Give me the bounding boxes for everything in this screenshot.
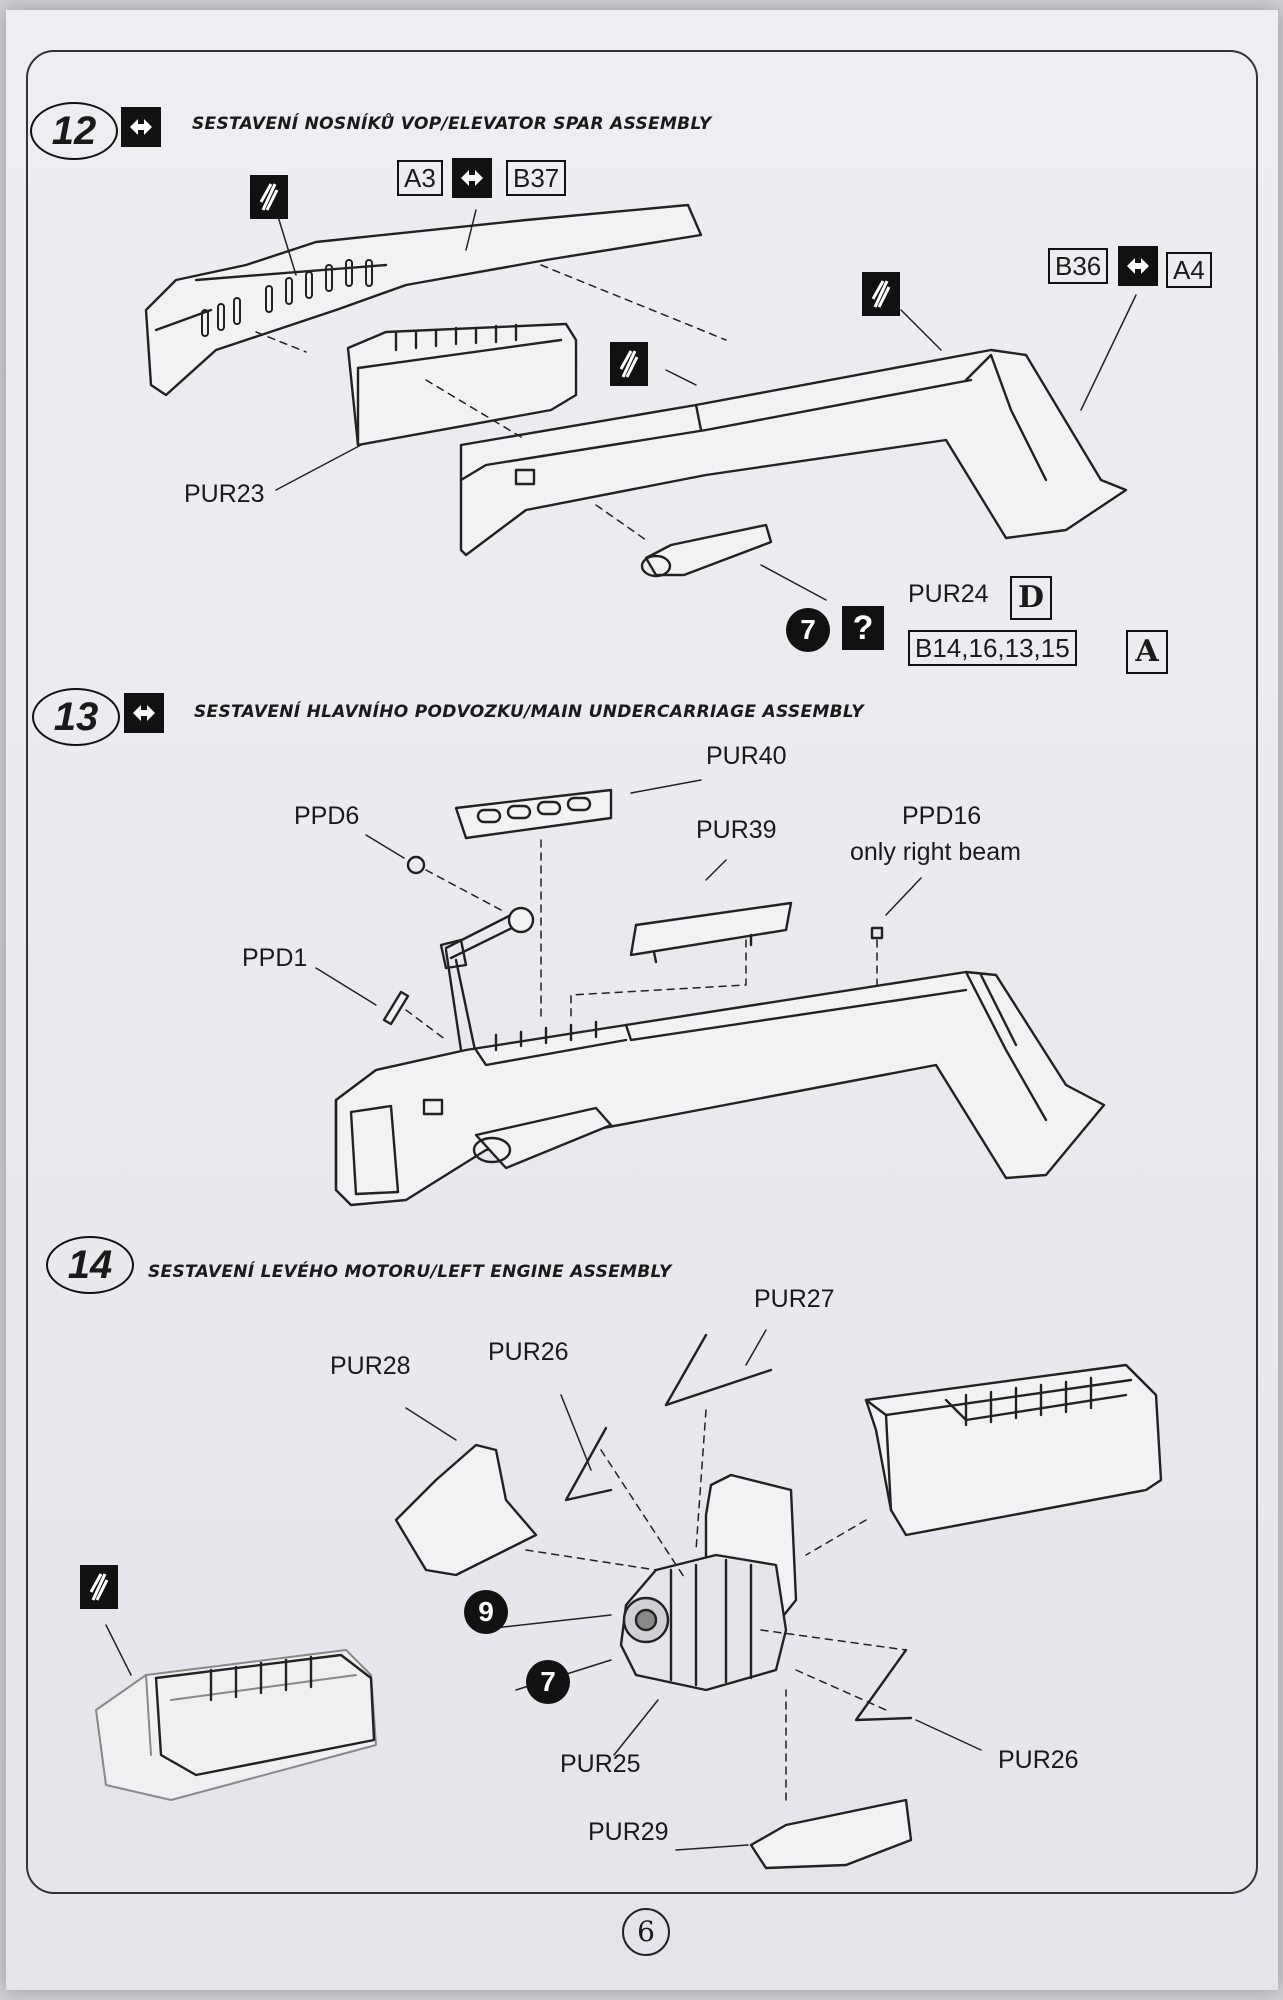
- part-label-pur29: PUR29: [588, 1818, 669, 1846]
- part-label-ppd16: PPD16: [902, 802, 982, 830]
- part-label-pur28: PUR28: [330, 1352, 411, 1380]
- part-label-pur23: PUR23: [184, 480, 265, 508]
- assembly-icon: [124, 693, 164, 733]
- elevator-spar-upper: [144, 203, 703, 397]
- part-label-b36: B36: [1048, 248, 1109, 284]
- assembly-icon: [452, 158, 492, 198]
- part-label-ppd6: PPD6: [294, 802, 360, 830]
- right-nacelle: [864, 1363, 1163, 1537]
- part-label-pur25: PUR25: [560, 1750, 641, 1778]
- part-label-pur39: PUR39: [696, 816, 777, 844]
- part-label-a4: A4: [1166, 252, 1212, 288]
- step-reference-9: 9: [464, 1590, 508, 1634]
- part-label-b-parts: B14,16,13,15: [908, 630, 1077, 666]
- assembly-drawings: [95, 203, 1163, 1870]
- step-number: 12: [30, 102, 118, 160]
- instruction-page: 12 SESTAVENÍ NOSNÍKŮ VOP/ELEVATOR SPAR A…: [6, 10, 1278, 1990]
- assembly-icon: [1118, 246, 1158, 286]
- paint-icon: [862, 272, 900, 316]
- part-label-ppd1: PPD1: [242, 944, 308, 972]
- ppd16-part: [870, 926, 884, 940]
- paint-icon: [250, 175, 288, 219]
- part-label-pur40: PUR40: [706, 742, 787, 770]
- part-label-b37: B37: [506, 160, 567, 196]
- engine-body: [619, 1553, 788, 1692]
- step-title: SESTAVENÍ LEVÉHO MOTORU/LEFT ENGINE ASSE…: [148, 1262, 672, 1282]
- ppd6-part: [406, 855, 426, 875]
- paint-icon: [80, 1565, 118, 1609]
- right-spar-beam: [459, 348, 1128, 557]
- part-label-a3: A3: [397, 160, 443, 196]
- main-beam-13: [334, 970, 1106, 1207]
- part-label-pur26: PUR26: [488, 1338, 569, 1366]
- step-number: 13: [32, 688, 120, 746]
- undercarriage-strut: [439, 906, 535, 1057]
- step-reference-7: 7: [526, 1660, 570, 1704]
- part-label-pur27: PUR27: [754, 1285, 835, 1313]
- pur26-struts: [564, 1426, 913, 1722]
- pur28-part: [394, 1443, 538, 1577]
- page-number: 6: [622, 1908, 670, 1956]
- sprue-letter-a: A: [1126, 630, 1168, 674]
- pur29-part: [749, 1798, 913, 1870]
- pur40-part: [454, 788, 613, 840]
- part-label-pur26: PUR26: [998, 1746, 1079, 1774]
- pur23-part: [346, 322, 578, 447]
- step-number: 14: [46, 1236, 134, 1294]
- pur27-struts: [664, 1333, 773, 1407]
- assembly-icon: [121, 107, 161, 147]
- pur24-part: [640, 523, 773, 578]
- part-note-ppd16: only right beam: [850, 838, 1021, 866]
- ppd1-part: [382, 990, 410, 1026]
- pur39-part: [629, 901, 793, 964]
- part-label-pur24: PUR24: [908, 580, 989, 608]
- left-nacelle-frames: [154, 1653, 376, 1777]
- step-reference-7: 7: [786, 608, 830, 652]
- paint-icon: [610, 342, 648, 386]
- page-frame: [26, 50, 1258, 1894]
- question-icon: ?: [842, 606, 884, 650]
- step-title: SESTAVENÍ HLAVNÍHO PODVOZKU/MAIN UNDERCA…: [194, 702, 864, 722]
- sprue-letter-d: D: [1010, 576, 1052, 620]
- step-title: SESTAVENÍ NOSNÍKŮ VOP/ELEVATOR SPAR ASSE…: [192, 114, 712, 134]
